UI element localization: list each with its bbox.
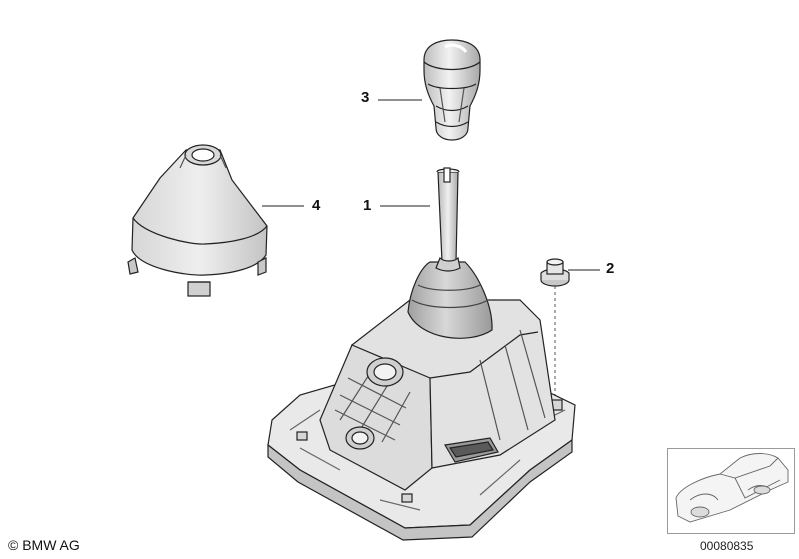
- callout-part-4: 4: [312, 197, 321, 214]
- gear-knob: [423, 39, 481, 141]
- car-outline-icon: [675, 453, 789, 523]
- reference-number: 00080835: [700, 539, 754, 553]
- shift-boot-cover: [127, 144, 268, 297]
- callout-part-1: 1: [363, 197, 372, 214]
- callout-part-3: 3: [361, 89, 370, 106]
- gear-shift-lever: [267, 167, 576, 541]
- hex-nut: [540, 258, 570, 287]
- copyright-label: © BMW AG: [8, 537, 80, 553]
- callout-part-2: 2: [606, 260, 615, 277]
